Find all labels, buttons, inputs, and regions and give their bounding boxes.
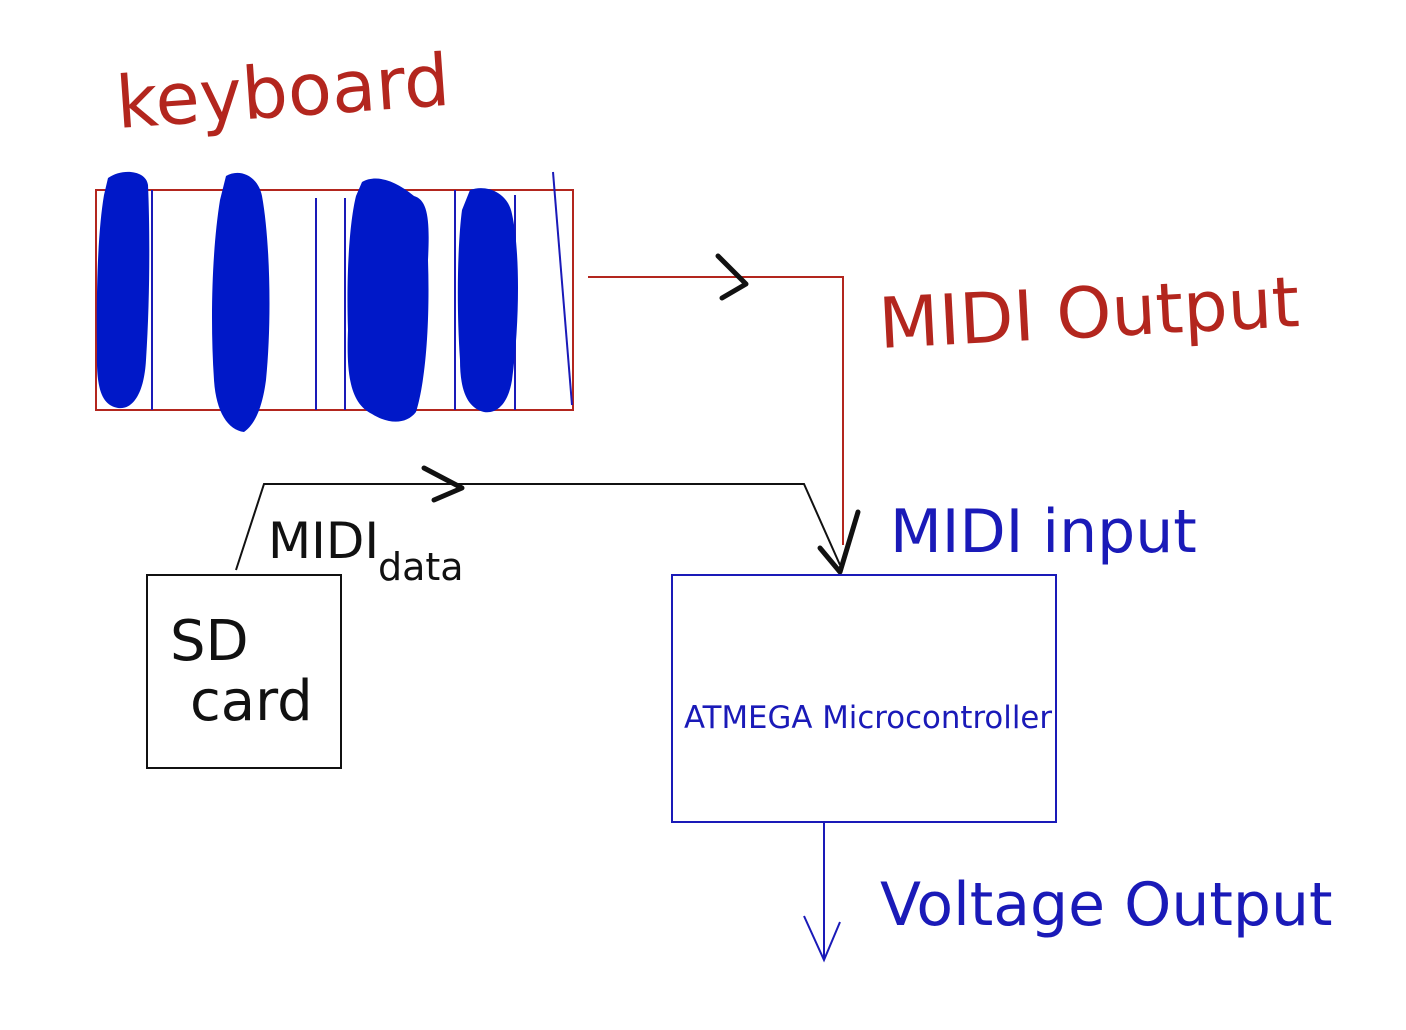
midi-data-label-line2: data <box>378 545 464 589</box>
black-key-1 <box>96 171 150 409</box>
black-key-4 <box>457 188 518 413</box>
midi-output-arrowhead <box>715 253 749 301</box>
microcontroller-label: ATMEGA Microcontroller <box>684 700 1052 736</box>
microcontroller-box <box>671 574 1057 823</box>
midi-data-connector <box>235 483 841 571</box>
midi-input-arrowhead <box>817 509 861 575</box>
sd-card-label-line1: SD <box>170 609 249 674</box>
sd-card-label-line2: card <box>190 669 313 734</box>
keyboard-black-keys <box>96 171 518 432</box>
midi-input-label: MIDI input <box>890 497 1197 567</box>
midi-output-connector <box>588 276 844 545</box>
midi-data-arrowhead <box>421 465 465 503</box>
sd-card-box <box>146 574 342 769</box>
black-key-3 <box>347 178 429 422</box>
voltage-output-label: Voltage Output <box>880 870 1333 940</box>
keyboard-outline <box>95 189 574 411</box>
keyboard-title: keyboard <box>113 38 452 145</box>
midi-data-label-line1: MIDI <box>268 512 379 570</box>
midi-output-label: MIDI Output <box>877 261 1302 365</box>
keyboard-key-lines <box>151 171 573 410</box>
voltage-output-connector <box>803 822 841 963</box>
black-key-2 <box>212 172 270 432</box>
